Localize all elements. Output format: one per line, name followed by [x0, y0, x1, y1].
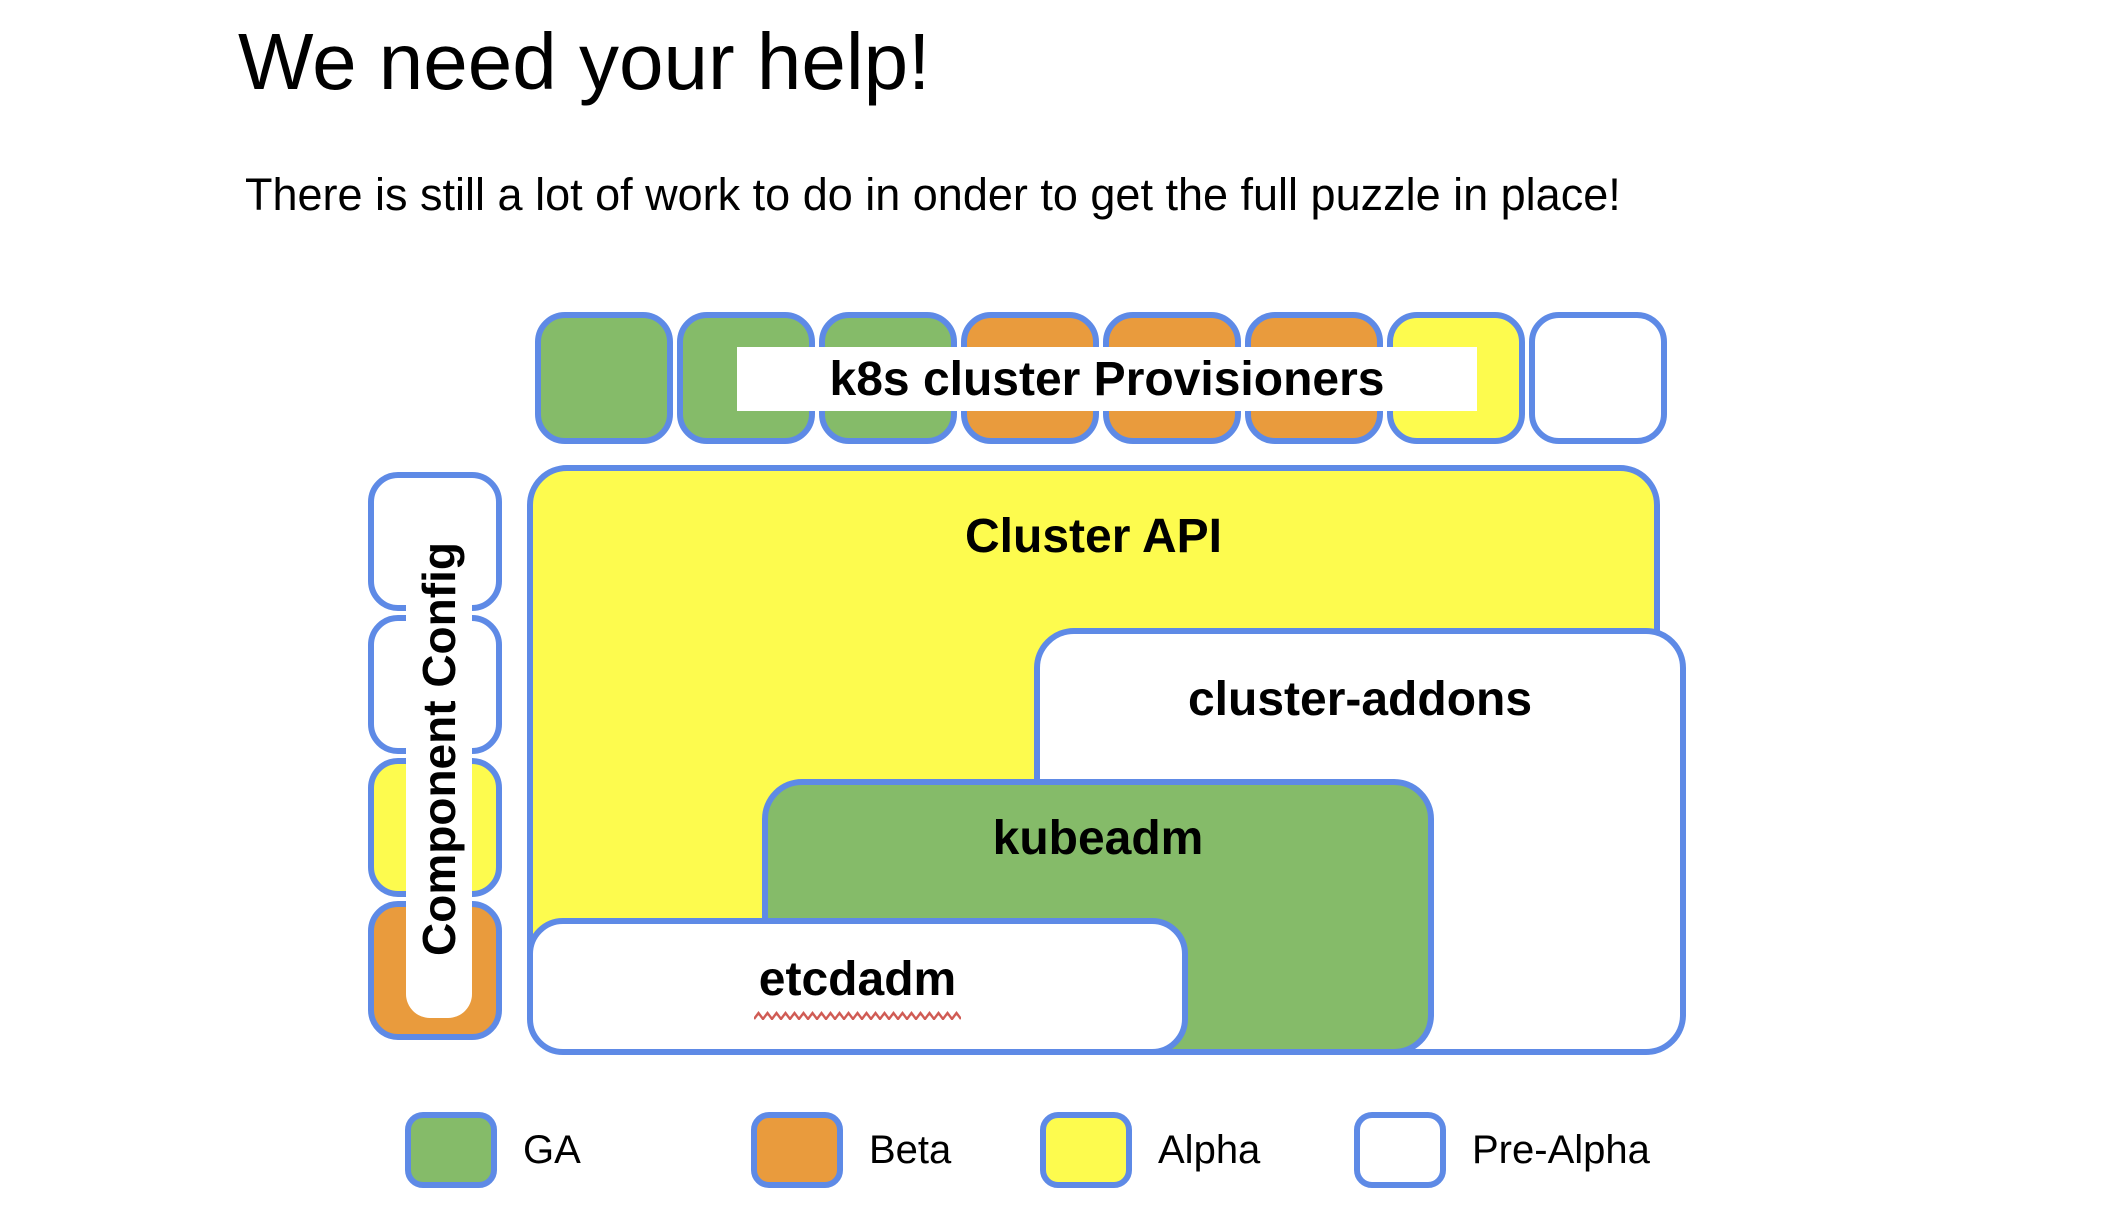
provisioners-label: k8s cluster Provisioners	[829, 352, 1385, 406]
etcdadm-label-group: etcdadm	[754, 953, 961, 1020]
legend-item-beta: Beta	[751, 1112, 951, 1188]
legend-swatch-pre_alpha	[1354, 1112, 1446, 1188]
legend-item-alpha: Alpha	[1040, 1112, 1260, 1188]
page-subtitle: There is still a lot of work to do in on…	[245, 169, 1621, 220]
page-title: We need your help!	[238, 17, 931, 106]
squiggle-path	[754, 1010, 961, 1020]
legend-item-pre_alpha: Pre-Alpha	[1354, 1112, 1650, 1188]
etcdadm-label: etcdadm	[758, 953, 957, 1006]
spellcheck-squiggle-icon	[754, 1010, 961, 1020]
component-config-label-box: Component Config	[406, 480, 472, 1018]
component-config-label: Component Config	[413, 542, 466, 956]
provisioner-piece-pre_alpha	[1529, 312, 1667, 444]
legend-swatch-beta	[751, 1112, 843, 1188]
kubeadm-label: kubeadm	[992, 812, 1204, 865]
legend-label: GA	[523, 1128, 581, 1172]
legend-label: Pre-Alpha	[1472, 1128, 1650, 1172]
provisioner-piece-ga	[535, 312, 673, 444]
cluster-addons-label: cluster-addons	[1187, 673, 1533, 726]
legend-label: Alpha	[1158, 1128, 1261, 1172]
legend-item-ga: GA	[405, 1112, 581, 1188]
legend-swatch-alpha	[1040, 1112, 1132, 1188]
legend-swatch-ga	[405, 1112, 497, 1188]
etcdadm-box: etcdadm	[527, 918, 1188, 1055]
legend-label: Beta	[869, 1128, 952, 1172]
cluster-api-label: Cluster API	[965, 510, 1222, 563]
provisioners-label-box: k8s cluster Provisioners	[737, 347, 1477, 411]
legend: GA Beta Alpha Pre-Alpha	[0, 1112, 2126, 1192]
